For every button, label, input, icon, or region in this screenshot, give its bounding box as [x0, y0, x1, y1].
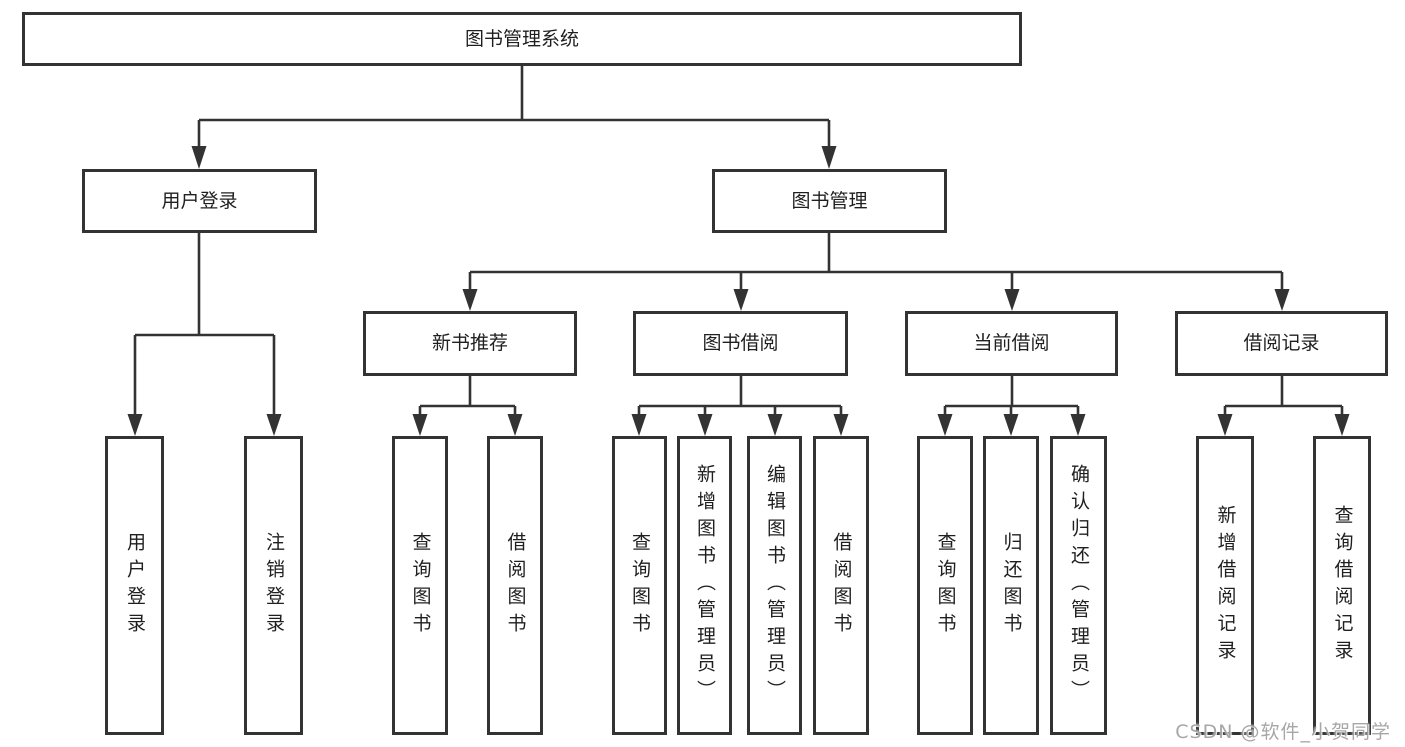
arrowheads: [127, 146, 1350, 436]
node-borrowing-records: 借阅记录: [1175, 311, 1388, 376]
node-borrow-books-action: 借阅图书: [813, 436, 869, 735]
node-new-book-recommendation: 新书推荐: [363, 311, 577, 376]
node-query-books-recommendation: 查询图书: [392, 436, 448, 735]
node-borrow-books-recommendation: 借阅图书: [487, 436, 543, 735]
node-add-borrowing-record: 新增借阅记录: [1196, 436, 1254, 735]
node-edit-book-admin: 编辑图书（管理员）: [747, 436, 802, 735]
node-return-books: 归还图书: [983, 436, 1039, 735]
watermark: CSDN @软件_小贺同学: [1175, 721, 1391, 743]
node-add-book-admin: 新增图书（管理员）: [677, 436, 732, 735]
node-query-books-current: 查询图书: [917, 436, 973, 735]
node-book-management: 图书管理: [712, 169, 947, 233]
node-library-system: 图书管理系统: [22, 12, 1022, 66]
node-query-books-borrowing: 查询图书: [612, 436, 667, 735]
node-user-login-action: 用户登录: [105, 436, 164, 735]
node-confirm-return-admin: 确认归还（管理员）: [1050, 436, 1107, 735]
node-user-login: 用户登录: [82, 169, 317, 233]
node-current-borrowing: 当前借阅: [905, 311, 1118, 376]
connector-paths: [133, 66, 1344, 419]
node-book-borrowing: 图书借阅: [633, 311, 848, 376]
node-query-borrowing-record: 查询借阅记录: [1313, 436, 1371, 735]
node-logout-action: 注销登录: [244, 436, 303, 735]
